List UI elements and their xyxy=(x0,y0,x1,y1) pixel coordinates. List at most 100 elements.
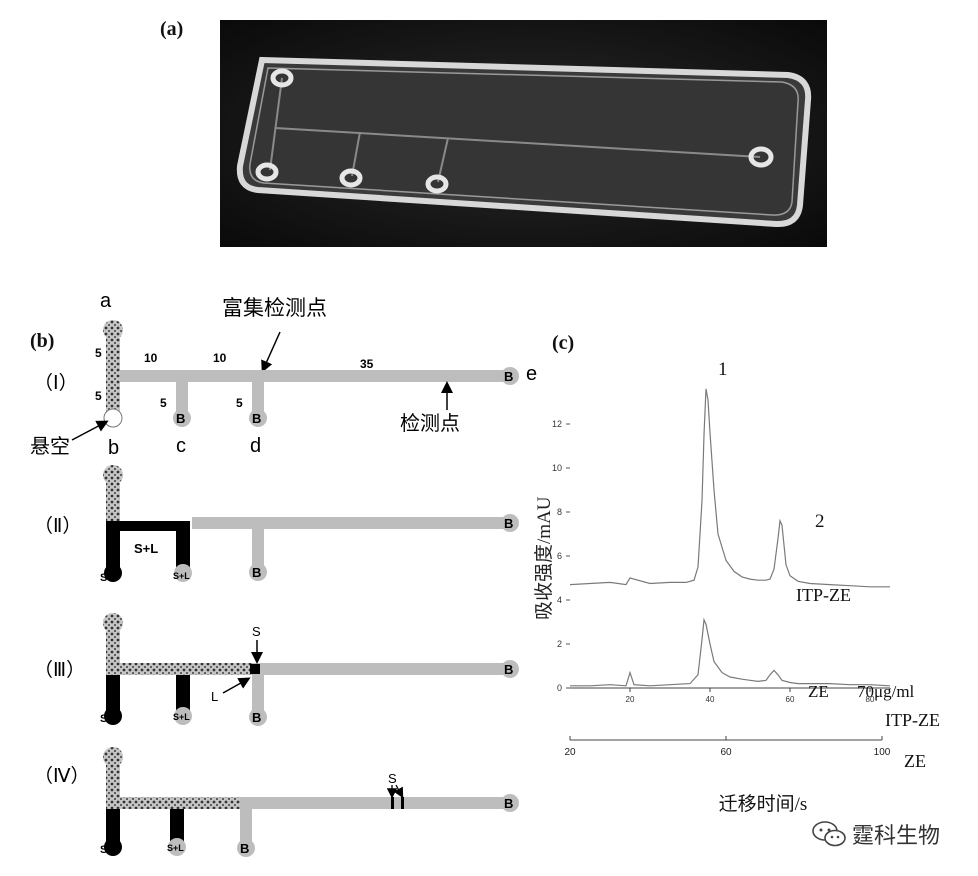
y-tick-label: 0 xyxy=(557,683,562,693)
chip-photo xyxy=(220,20,827,247)
reservoir-sw xyxy=(104,838,122,856)
annotation-suspend: 悬空 xyxy=(30,435,70,458)
y-axis-label: 吸收强度/mAU xyxy=(533,496,555,620)
x-tick-label-outer: 60 xyxy=(720,747,732,758)
loaded-channel xyxy=(120,663,252,675)
peak-label-2: 2 xyxy=(815,511,825,532)
sl-channel xyxy=(170,809,184,845)
reservoir-top xyxy=(103,613,123,633)
reservoir-e xyxy=(748,146,774,168)
reservoirs xyxy=(255,68,774,194)
side-channel xyxy=(252,675,264,713)
reservoir-e xyxy=(501,660,519,678)
reservoir-e xyxy=(501,794,519,812)
separated-zone-1 xyxy=(391,797,394,809)
main-channel xyxy=(120,370,510,382)
sl-label: S+L xyxy=(167,843,184,853)
sl-channel xyxy=(176,675,190,713)
y-tick-label: 8 xyxy=(557,507,562,517)
chart-series xyxy=(569,388,891,687)
main-channel xyxy=(240,797,510,809)
suspend-arrow xyxy=(71,420,109,441)
reservoir-b xyxy=(249,708,267,726)
row-4: B SW S+L B S （Ⅳ） xyxy=(34,747,519,857)
series-line-ze xyxy=(570,617,891,687)
length-label: 10 xyxy=(213,351,227,365)
reservoir-b xyxy=(255,162,279,182)
node-label-d: d xyxy=(250,435,261,457)
x-axis-label: 迁移时间/s xyxy=(719,793,808,815)
reservoir-top xyxy=(103,747,123,767)
sw-channel xyxy=(106,809,120,845)
reservoir-sw xyxy=(104,707,122,725)
panel-label-b: (b) xyxy=(30,330,55,352)
buffer-label: B xyxy=(504,796,513,811)
node-label-c: c xyxy=(176,435,186,457)
row-1: a 富集检测点 B e B B 5 5 10 10 35 5 5 （Ⅰ） 检测点 xyxy=(30,290,537,459)
y-tick-label: 12 xyxy=(552,419,562,429)
side-channel-c xyxy=(176,382,188,412)
y-tick-label: 6 xyxy=(557,551,562,561)
peak-label-1: 1 xyxy=(718,359,728,380)
reservoir-sl xyxy=(174,707,192,725)
row-label-4: （Ⅳ） xyxy=(34,765,90,787)
length-label: 5 xyxy=(95,389,102,403)
wechat-icon xyxy=(812,821,846,847)
length-label: 5 xyxy=(160,396,167,410)
stacked-zone xyxy=(250,664,260,674)
series-label-itp-ze: ITP-ZE xyxy=(796,585,851,605)
row-label-2: （Ⅱ） xyxy=(34,515,81,537)
length-label: 5 xyxy=(236,396,243,410)
sw-label: SW xyxy=(100,572,118,584)
reservoir-top xyxy=(103,465,123,485)
annotation-enrich-point: 富集检测点 xyxy=(222,296,327,320)
main-channel xyxy=(192,517,510,529)
reservoir-e xyxy=(501,514,519,532)
sample-channel xyxy=(106,765,120,809)
chart-axes xyxy=(566,423,890,741)
reservoir-e xyxy=(501,367,519,385)
sl-label: S+L xyxy=(173,571,190,581)
row-2: B B S+L SW S+L （Ⅱ） xyxy=(34,465,519,584)
y-tick-label: 10 xyxy=(552,463,562,473)
panel-label-c: (c) xyxy=(552,332,575,354)
reservoir-sl xyxy=(168,838,186,856)
slide-inner-edge xyxy=(249,67,799,216)
length-label: 35 xyxy=(360,357,374,371)
row-3: B SW S+L B S L （Ⅲ） xyxy=(34,613,519,726)
reservoir-b xyxy=(249,563,267,581)
sample-channel xyxy=(106,338,120,413)
channel-network xyxy=(269,77,761,183)
buffer-label: B xyxy=(252,565,261,580)
annotation-detect-point: 检测点 xyxy=(400,412,460,435)
reservoir-d xyxy=(425,174,449,194)
row-label-1: （Ⅰ） xyxy=(34,372,78,394)
buffer-label: B xyxy=(504,369,513,384)
x-tick-label-inner: 80 xyxy=(866,695,875,704)
series-line-itp-ze xyxy=(569,388,890,588)
buffer-label: B xyxy=(240,841,249,856)
x-tick-label-inner: 40 xyxy=(706,695,715,704)
reservoir-c xyxy=(339,168,363,188)
reservoir-a xyxy=(270,68,294,88)
x-tick-label-inner: 60 xyxy=(786,695,795,704)
sample-channel xyxy=(106,483,120,521)
x-tick-label-inner: 20 xyxy=(626,695,635,704)
l-label: L xyxy=(211,689,218,704)
sw-channel xyxy=(106,675,120,713)
watermark: 霆科生物 xyxy=(812,818,940,850)
reservoir-a-top xyxy=(103,320,123,340)
buffer-label: B xyxy=(504,662,513,677)
side-channel-d xyxy=(252,382,264,412)
main-channel xyxy=(252,663,510,675)
chip-schematic: a 富集检测点 B e B B 5 5 10 10 35 5 5 （Ⅰ） 检测点 xyxy=(30,290,537,857)
watermark-text: 霆科生物 xyxy=(852,824,941,849)
loaded-channel xyxy=(120,797,240,809)
length-label: 5 xyxy=(95,346,102,360)
y-tick-label: 2 xyxy=(557,639,562,649)
reservoir-c xyxy=(173,409,191,427)
reservoir-d xyxy=(249,409,267,427)
panel-label-a: (a) xyxy=(160,18,184,40)
